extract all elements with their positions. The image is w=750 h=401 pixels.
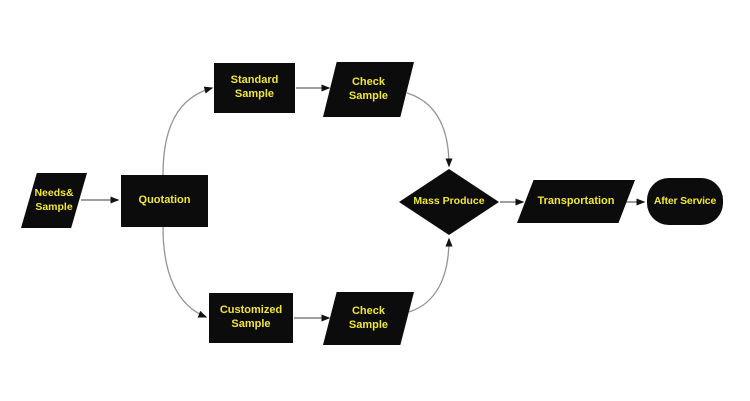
- node-check-sample-top: Check Sample: [323, 62, 414, 117]
- rectangle-shape: [121, 175, 208, 227]
- node-mass-produce: Mass Produce: [399, 169, 499, 235]
- stadium-shape: [647, 178, 723, 225]
- node-needs-sample: Needs& Sample: [21, 173, 87, 228]
- node-customized-sample: Customized Sample: [209, 293, 293, 343]
- node-label: After Service: [653, 194, 717, 207]
- node-after-service: After Service: [647, 178, 723, 225]
- edge-check-sample-bottom-to-mass-produce: [408, 237, 453, 313]
- node-label: Customized Sample: [219, 304, 283, 330]
- edge-check-sample-top-to-mass-produce: [406, 92, 453, 168]
- node-label: Check Sample: [348, 304, 389, 331]
- node-label: Quotation: [138, 194, 191, 207]
- node-standard-sample: Standard Sample: [214, 63, 295, 113]
- parallelogram-shape: [323, 62, 414, 117]
- node-quotation: Quotation: [121, 175, 208, 227]
- parallelogram-shape: [323, 292, 414, 345]
- parallelogram-shape: [517, 180, 635, 223]
- node-label: Needs& Sample: [34, 187, 74, 213]
- node-label: Standard Sample: [230, 74, 279, 100]
- edge-quotation-to-standard-sample: [162, 86, 214, 176]
- rectangle-shape: [209, 293, 293, 343]
- node-transportation: Transportation: [517, 180, 635, 223]
- edge-quotation-to-customized-sample: [162, 226, 208, 318]
- node-check-sample-bottom: Check Sample: [323, 292, 414, 345]
- node-label: Transportation: [537, 194, 615, 207]
- rectangle-shape: [214, 63, 295, 113]
- node-label: Mass Produce: [413, 195, 485, 208]
- node-label: Check Sample: [348, 75, 389, 102]
